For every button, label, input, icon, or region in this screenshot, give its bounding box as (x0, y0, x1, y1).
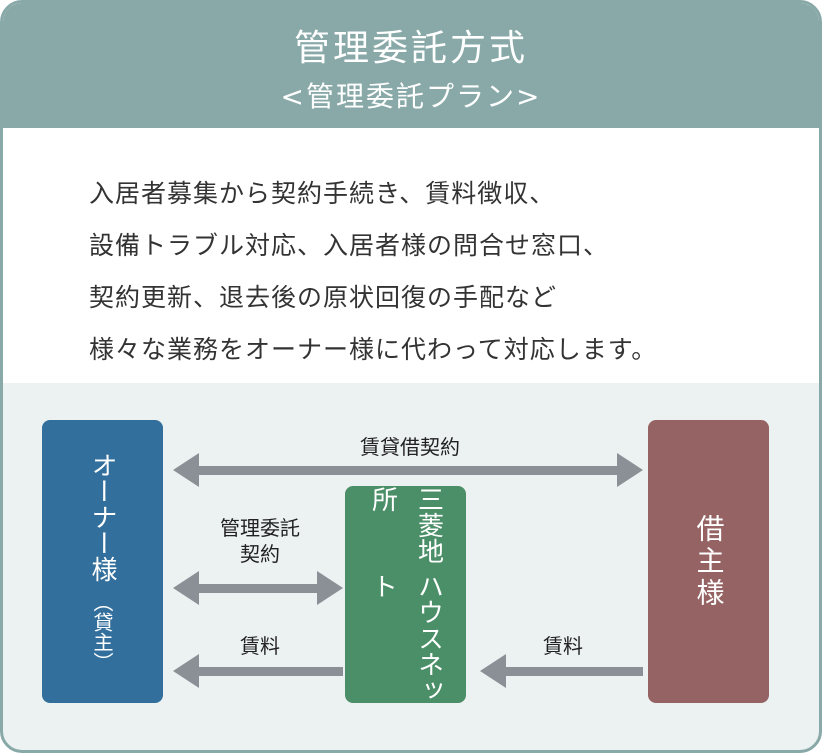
tenant-label: 借主様 (692, 513, 726, 610)
title: 管理委託方式 (293, 28, 528, 69)
rent-arrow-to-company (480, 654, 643, 688)
company-box: 三菱地所 ハウスネット (345, 486, 466, 703)
owner-label: オーナー様 (87, 451, 117, 582)
management-label: 管理委託 契約 (190, 515, 330, 567)
desc-line: 設備トラブル対応、入居者様の問合せ窓口、 (89, 231, 610, 260)
company-line1: 三菱地所 (367, 486, 444, 564)
desc-line: 入居者募集から契約手続き、賃料徴収、 (89, 179, 556, 208)
management-label-2: 契約 (240, 542, 280, 566)
owner-sub: （貸主） (90, 591, 114, 672)
rent-arrow-to-owner (173, 654, 343, 688)
header: 管理委託方式 <管理委託プラン> (3, 3, 819, 128)
tenant-box: 借主様 (648, 420, 769, 703)
owner-box: オーナー様 （貸主） (42, 420, 163, 703)
desc-line: 契約更新、退去後の原状回復の手配など (89, 283, 558, 312)
company-line2: ハウスネット (367, 572, 444, 703)
subtitle: <管理委託プラン> (280, 80, 542, 113)
rent-label-left: 賃料 (240, 634, 280, 658)
rent-label-right: 賃料 (543, 634, 583, 658)
management-label-1: 管理委託 (220, 516, 300, 540)
management-arrow (173, 571, 343, 605)
lease-arrow (173, 453, 643, 487)
desc-line: 様々な業務をオーナー様に代わって対応します。 (89, 335, 658, 364)
lease-label: 賃貸借契約 (360, 435, 460, 459)
description: 入居者募集から契約手続き、賃料徴収、 設備トラブル対応、入居者様の問合せ窓口、 … (3, 128, 819, 383)
